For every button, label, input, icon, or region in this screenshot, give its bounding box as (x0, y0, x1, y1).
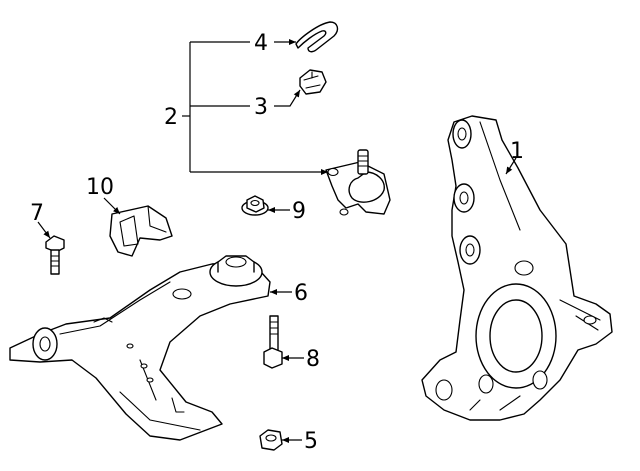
part-nut-5 (259, 429, 283, 451)
callout-7: 7 (30, 201, 44, 226)
part-castle-nut (299, 69, 327, 95)
callout-4: 4 (254, 31, 268, 56)
callout-9: 9 (292, 199, 306, 224)
callout-3: 3 (254, 95, 268, 120)
part-lower-control-arm (9, 255, 271, 441)
callout-2: 2 (164, 105, 178, 130)
callout-1: 1 (510, 139, 524, 164)
callout-6: 6 (294, 281, 308, 306)
part-bracket (109, 205, 173, 257)
part-cotter-clip (295, 21, 339, 53)
callout-10: 10 (86, 175, 114, 200)
callout-5: 5 (304, 429, 318, 454)
part-bolt-8 (263, 315, 283, 369)
leader-lines (37, 39, 517, 443)
part-flange-nut-9 (241, 195, 269, 216)
part-steering-knuckle (421, 115, 613, 421)
callout-8: 8 (306, 347, 320, 372)
part-ball-joint (325, 149, 391, 216)
part-bolt-7 (45, 235, 65, 275)
